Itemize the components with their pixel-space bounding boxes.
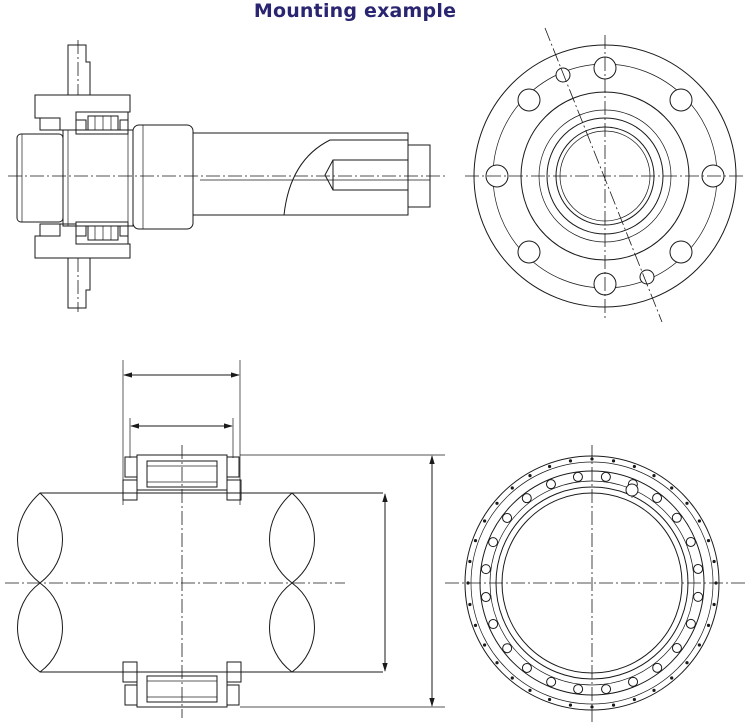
outer-hole — [632, 697, 637, 702]
outer-hole — [547, 697, 552, 702]
bolt-hole — [671, 512, 682, 523]
outer-hole — [652, 474, 656, 478]
bolt-hole — [521, 493, 532, 504]
bolt-hole — [671, 643, 682, 654]
outer-hole — [495, 501, 499, 505]
bolt-hole — [652, 662, 663, 673]
outer-hole — [473, 538, 478, 543]
bolt-hole — [573, 684, 584, 695]
pin-hole — [625, 483, 639, 497]
bolt-hole — [502, 643, 513, 654]
outer-hole — [712, 602, 716, 607]
outer-hole — [632, 464, 637, 469]
outer-hole — [483, 519, 487, 523]
outer-hole — [568, 703, 573, 707]
bolt-hole — [545, 479, 556, 490]
outer-hole — [510, 486, 514, 490]
bolt-hole — [572, 471, 583, 482]
bolt-hole — [488, 537, 499, 548]
outer-hole — [473, 623, 478, 628]
bolt-hole — [546, 676, 557, 687]
outer-hole — [697, 643, 701, 647]
outer-hole — [528, 474, 532, 478]
outer-hole — [714, 581, 718, 585]
bolt-hole — [652, 493, 663, 504]
bolt-hole — [628, 676, 639, 687]
outer-hole — [466, 581, 470, 585]
outer-hole — [712, 559, 716, 564]
flange-front-view — [465, 27, 745, 323]
outer-hole — [590, 457, 594, 461]
outer-hole — [611, 459, 616, 463]
outer-hole — [483, 643, 487, 647]
bolt-hole — [693, 591, 704, 602]
page-title: Mounting example — [253, 0, 457, 22]
outer-hole — [510, 676, 514, 680]
outer-hole — [568, 459, 573, 463]
outer-hole — [706, 623, 711, 628]
bolt-hole — [601, 684, 612, 695]
outer-hole — [468, 559, 472, 564]
bolt-hole — [502, 512, 513, 523]
outer-hole — [685, 501, 689, 505]
outer-hole — [468, 602, 472, 607]
bolt-hole — [488, 619, 499, 630]
bolt-hole — [521, 662, 532, 673]
bearing-front-view — [445, 445, 745, 722]
outer-hole — [670, 676, 674, 680]
bolt-hole — [600, 471, 611, 482]
outer-hole — [547, 464, 552, 469]
outer-hole — [590, 705, 594, 709]
outer-hole — [611, 703, 616, 707]
bearing-shaft-section — [5, 360, 445, 718]
outer-hole — [528, 688, 532, 692]
bolt-hole — [685, 536, 696, 547]
bolt-hole — [693, 563, 704, 574]
bolt-hole — [480, 592, 491, 603]
outer-hole — [670, 486, 674, 490]
outer-hole — [685, 661, 689, 665]
outer-hole — [697, 519, 701, 523]
section-view-housing — [8, 40, 445, 312]
outer-hole — [652, 688, 656, 692]
bolt-hole — [480, 564, 491, 575]
outer-hole — [706, 538, 711, 543]
bolt-hole — [685, 618, 696, 629]
outer-hole — [495, 661, 499, 665]
